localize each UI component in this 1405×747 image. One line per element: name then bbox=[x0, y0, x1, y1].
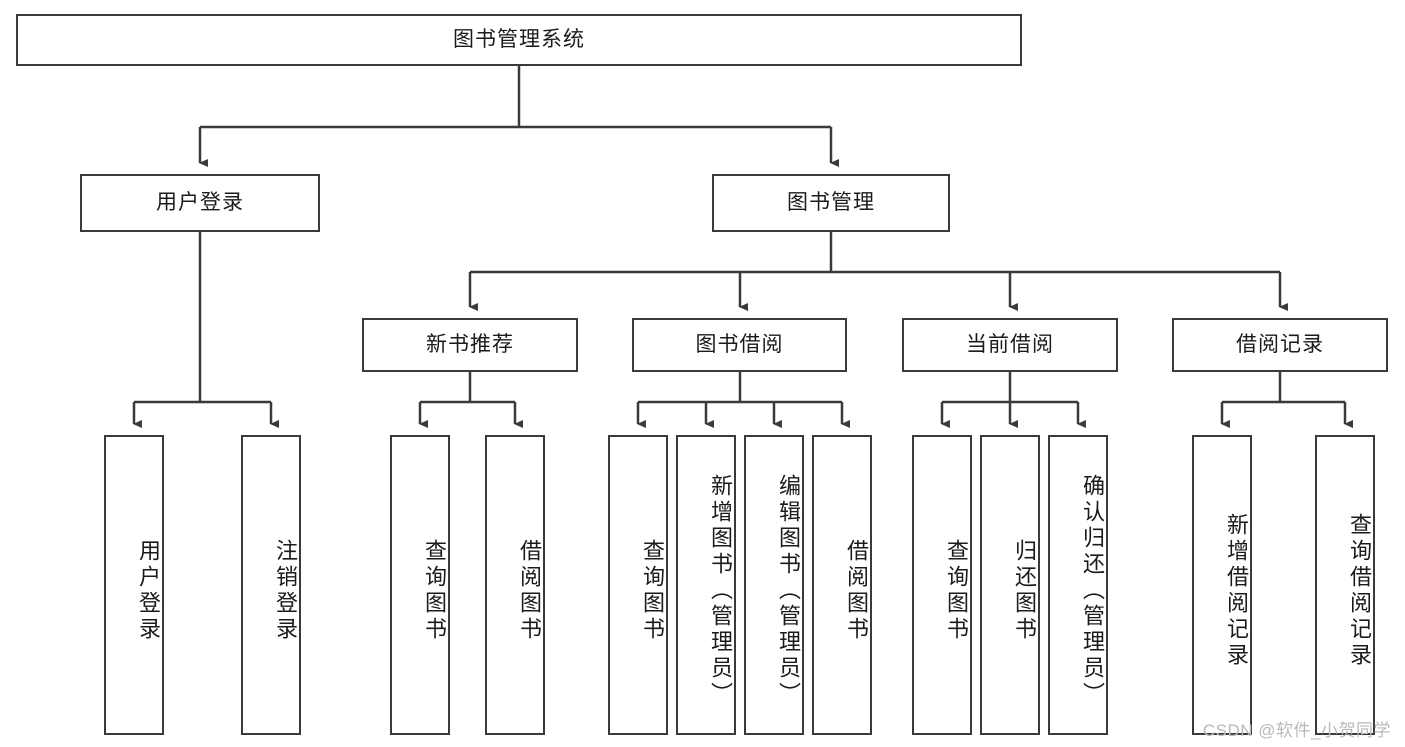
leaf-query-book-2-label: 查询图书 bbox=[640, 539, 665, 643]
node-book-manage-label: 图书管理 bbox=[787, 190, 875, 214]
leaf-confirm-return[interactable]: 确认归还（管理员） bbox=[1048, 435, 1108, 735]
leaf-query-book-1-label: 查询图书 bbox=[422, 539, 447, 643]
leaf-logout-label: 注销登录 bbox=[273, 539, 298, 643]
node-book-manage[interactable]: 图书管理 bbox=[712, 174, 950, 232]
leaf-query-book-1[interactable]: 查询图书 bbox=[390, 435, 450, 735]
leaf-query-record-label: 查询借阅记录 bbox=[1347, 513, 1372, 669]
leaf-return-book[interactable]: 归还图书 bbox=[980, 435, 1040, 735]
node-user-login-label: 用户登录 bbox=[156, 190, 244, 214]
leaf-confirm-return-label: 确认归还（管理员） bbox=[1080, 474, 1105, 708]
node-user-login[interactable]: 用户登录 bbox=[80, 174, 320, 232]
leaf-borrow-book-2[interactable]: 借阅图书 bbox=[812, 435, 872, 735]
leaf-query-book-2[interactable]: 查询图书 bbox=[608, 435, 668, 735]
leaf-return-book-label: 归还图书 bbox=[1012, 539, 1037, 643]
node-book-borrow-label: 图书借阅 bbox=[695, 332, 784, 356]
node-current-borrow-label: 当前借阅 bbox=[966, 332, 1054, 356]
leaf-user-login-label: 用户登录 bbox=[136, 539, 161, 643]
node-current-borrow[interactable]: 当前借阅 bbox=[902, 318, 1118, 372]
leaf-borrow-book-1[interactable]: 借阅图书 bbox=[485, 435, 545, 735]
leaf-edit-book-label: 编辑图书（管理员） bbox=[776, 474, 801, 708]
leaf-query-book-3[interactable]: 查询图书 bbox=[912, 435, 972, 735]
leaf-user-login[interactable]: 用户登录 bbox=[104, 435, 164, 735]
leaf-logout[interactable]: 注销登录 bbox=[241, 435, 301, 735]
leaf-add-record[interactable]: 新增借阅记录 bbox=[1192, 435, 1252, 735]
node-new-book-rec-label: 新书推荐 bbox=[426, 332, 514, 356]
node-book-borrow[interactable]: 图书借阅 bbox=[632, 318, 847, 372]
node-borrow-record-label: 借阅记录 bbox=[1236, 332, 1324, 356]
leaf-edit-book[interactable]: 编辑图书（管理员） bbox=[744, 435, 804, 735]
leaf-add-book[interactable]: 新增图书（管理员） bbox=[676, 435, 736, 735]
node-root[interactable]: 图书管理系统 bbox=[16, 14, 1022, 66]
leaf-query-record[interactable]: 查询借阅记录 bbox=[1315, 435, 1375, 735]
watermark: CSDN @软件_小贺同学 bbox=[1202, 721, 1391, 740]
leaf-add-book-label: 新增图书（管理员） bbox=[708, 474, 733, 708]
leaf-query-book-3-label: 查询图书 bbox=[944, 539, 969, 643]
leaf-borrow-book-2-label: 借阅图书 bbox=[844, 539, 869, 643]
node-new-book-rec[interactable]: 新书推荐 bbox=[362, 318, 578, 372]
leaf-borrow-book-1-label: 借阅图书 bbox=[517, 539, 542, 643]
leaf-add-record-label: 新增借阅记录 bbox=[1224, 513, 1249, 669]
node-root-label: 图书管理系统 bbox=[453, 27, 585, 51]
node-borrow-record[interactable]: 借阅记录 bbox=[1172, 318, 1388, 372]
